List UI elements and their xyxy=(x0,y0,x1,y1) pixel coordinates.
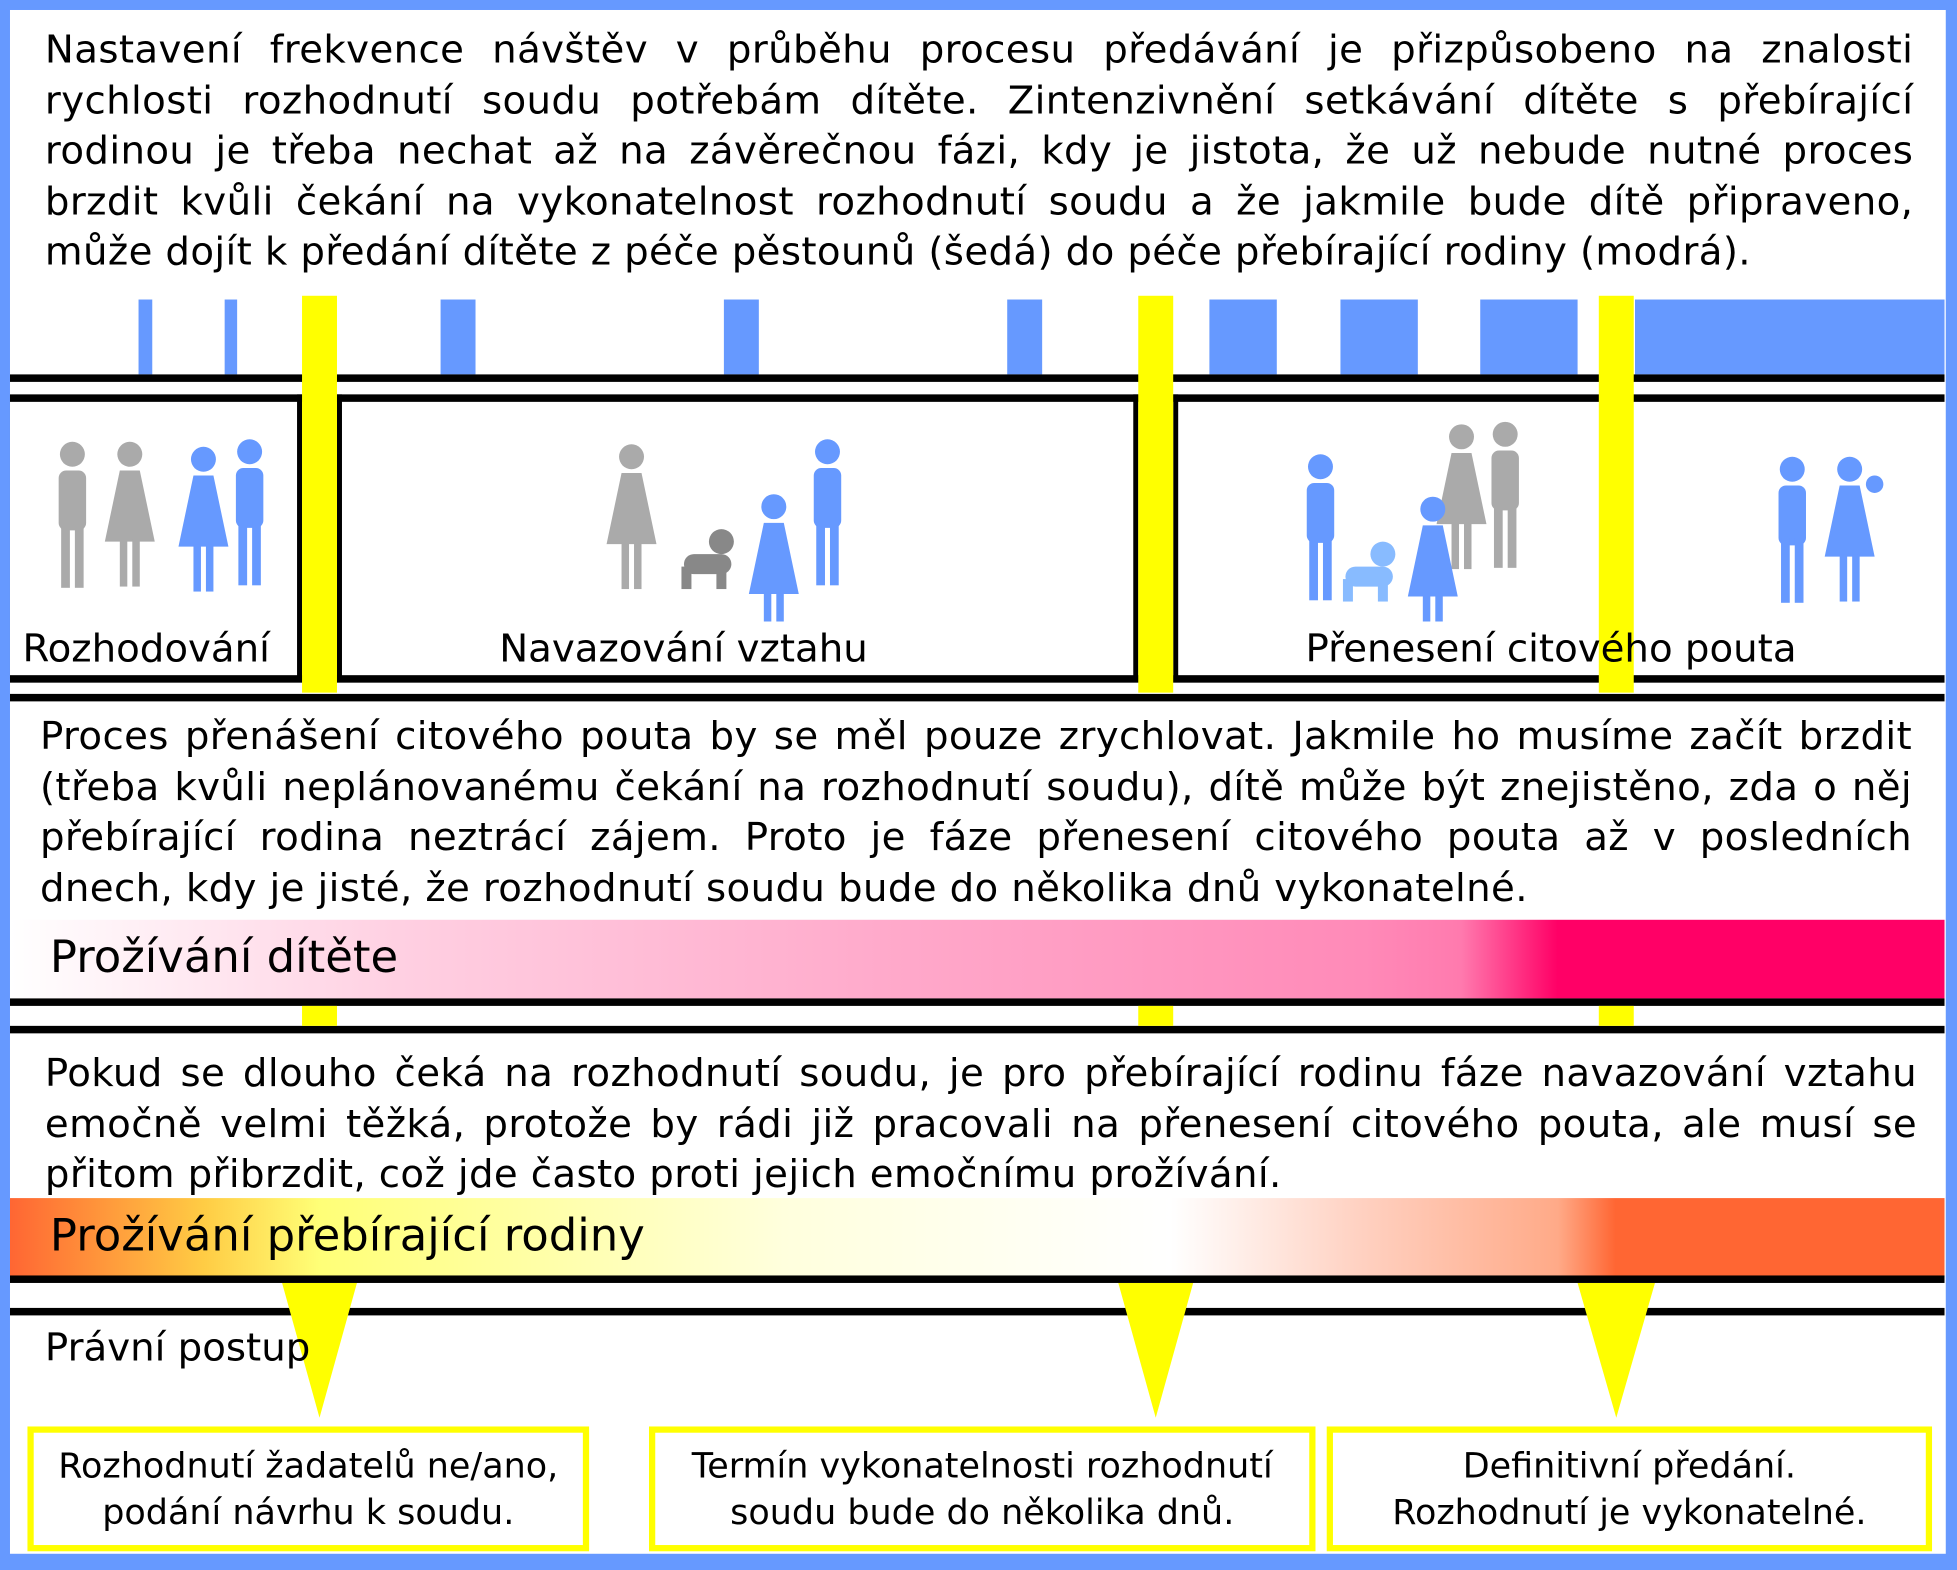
milestone-marker-line xyxy=(1598,295,1634,693)
phase-label-relationship: Navazování vztahu xyxy=(499,626,868,672)
foster-mother-icon xyxy=(606,444,657,590)
milestone-text: Rozhodnutí žadatelů ne/ano, xyxy=(58,1445,559,1487)
visit-bar xyxy=(1340,299,1418,375)
intro-paragraph: Nastavení frekvence návštěv v průběhu pr… xyxy=(44,27,1914,275)
milestone-box-final-handover: Definitivní předání.Rozhodnutí je vykona… xyxy=(1326,1426,1933,1552)
milestone-marker-line xyxy=(302,1005,337,1026)
family-experience-label: Prožívání přebírající rodiny xyxy=(49,1210,645,1262)
milestone-pointer xyxy=(1577,1282,1655,1418)
divider xyxy=(9,1307,1945,1316)
adoptive-parents-kneeling-icon xyxy=(748,439,842,622)
milestone-text: soudu bude do několika dnů. xyxy=(730,1491,1235,1533)
child-experience-band: Prožívání dítěte xyxy=(9,919,1945,999)
legal-title: Právní postup xyxy=(44,1325,311,1371)
visit-bar xyxy=(440,299,476,375)
family-experience-band: Prožívání přebírající rodiny xyxy=(9,1198,1945,1277)
phase-label-decision: Rozhodování xyxy=(22,626,270,672)
milestone-text: Definitivní předání. xyxy=(1462,1445,1796,1487)
milestone-text: Termín vykonatelnosti rozhodnutí xyxy=(691,1445,1273,1487)
visit-bar xyxy=(138,299,153,375)
visit-bar xyxy=(1480,299,1578,375)
milestone-marker-line xyxy=(302,295,337,693)
visit-bar-continuous xyxy=(1634,299,1945,375)
divider xyxy=(9,374,1945,382)
visit-bar xyxy=(224,299,238,375)
milestone-pointer xyxy=(282,1282,357,1418)
foster-parents-background-icon xyxy=(1436,421,1519,570)
divider xyxy=(9,675,1945,683)
crawling-child-icon xyxy=(681,529,734,590)
milestone-pointers xyxy=(282,1282,1655,1418)
phase-box-relationship xyxy=(336,394,1139,679)
adoptive-father-icon xyxy=(1306,454,1335,601)
phase-box-bonding xyxy=(1173,394,1946,679)
visit-bar xyxy=(1007,299,1043,375)
diagram-canvas: Nastavení frekvence návštěv v průběhu pr… xyxy=(9,9,1946,1554)
family-figures xyxy=(58,421,1884,622)
visit-bar xyxy=(1209,299,1277,375)
divider xyxy=(9,394,1945,402)
foster-parents-icon xyxy=(58,441,155,588)
milestone-text: podání návrhu k soudu. xyxy=(102,1491,515,1533)
divider xyxy=(9,1275,1945,1283)
child-experience-label: Prožívání dítěte xyxy=(49,932,399,984)
milestone-marker-line xyxy=(1598,1005,1634,1026)
divider xyxy=(9,693,1945,702)
adoptive-parents-icon xyxy=(178,439,264,592)
milestone-pointer xyxy=(1118,1282,1194,1418)
divider xyxy=(9,1025,1945,1034)
visit-bar xyxy=(723,299,759,375)
adoptive-family-icon xyxy=(1778,456,1884,603)
divider xyxy=(9,998,1945,1006)
milestone-marker-line xyxy=(1138,295,1174,693)
child-with-ball-icon xyxy=(1342,541,1396,602)
milestone-box-decision: Rozhodnutí žadatelů ne/ano,podání návrhu… xyxy=(27,1426,590,1552)
phase-box-decision xyxy=(9,394,303,679)
child-paragraph: Proces přenášení citového pouta by se mě… xyxy=(39,713,1913,911)
milestone-marker-line xyxy=(1138,1005,1174,1026)
milestone-text: Rozhodnutí je vykonatelné. xyxy=(1392,1491,1867,1533)
family-paragraph: Pokud se dlouho čeká na rozhodnutí soudu… xyxy=(44,1050,1918,1197)
phase-label-bonding: Přenesení citového pouta xyxy=(1305,626,1797,672)
